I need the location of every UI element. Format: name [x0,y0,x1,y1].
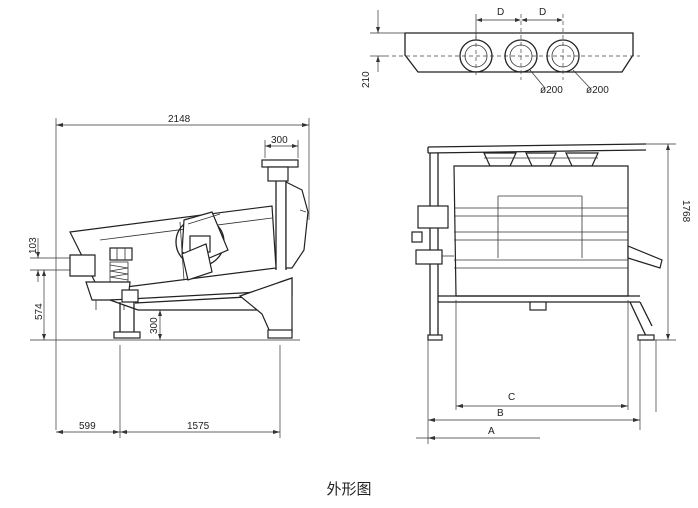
dim-outlet-2-label: ø200 [586,85,609,96]
dim-b-label: B [497,408,504,419]
dim-total-length-label: 2148 [168,114,191,125]
dim-front-length-label: 599 [79,421,96,432]
top-view [370,10,640,89]
dim-total-height-label: 1768 [680,200,691,223]
dim-spacing-2-label: D [539,7,546,18]
dim-spacing-1-label: D [497,7,504,18]
dim-inlet-height-label: 574 [34,303,45,320]
dim-rear-length-label: 1575 [187,421,210,432]
figure-caption: 外形图 [326,480,372,498]
dim-a-label: A [488,426,495,437]
dim-c-label: C [508,392,515,403]
end-view [411,143,676,444]
dim-leg-height-label: 300 [149,317,160,334]
outline-drawing: D D 210 ø200 ø200 2148 300 103 574 300 5… [28,7,691,444]
dim-outlet-height-label: 103 [28,237,39,254]
dim-outlet-1-label: ø200 [540,85,563,96]
dim-top-width-label: 300 [271,135,288,146]
dim-height-210-label: 210 [361,71,372,88]
side-view [30,118,310,438]
